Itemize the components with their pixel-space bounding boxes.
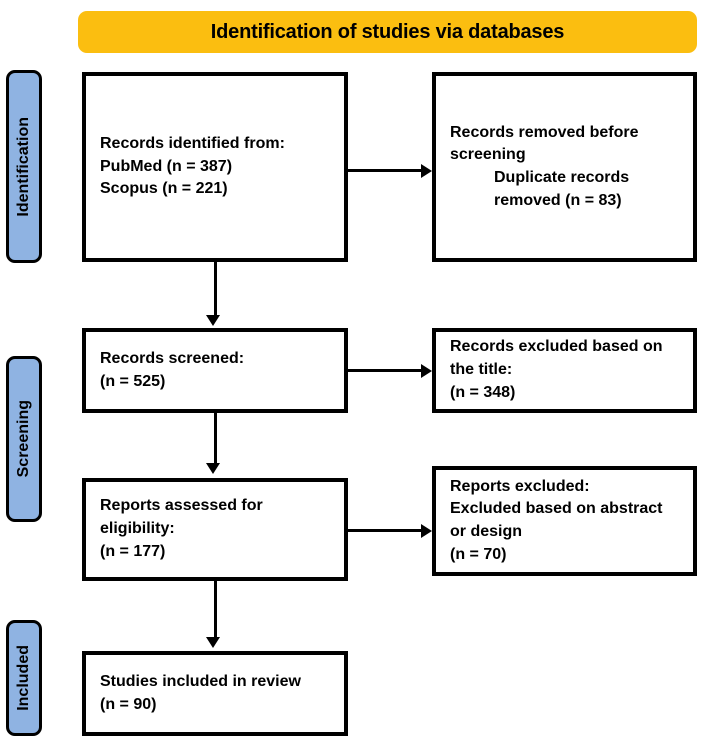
- node-subtext: Duplicate records removed (n = 83): [494, 169, 630, 209]
- page-title: Identification of studies via databases: [210, 20, 565, 43]
- node-text: Records removed before screening: [450, 123, 639, 164]
- node-text: Records screened: (n = 525): [100, 349, 245, 390]
- arrow-right-icon: [421, 524, 432, 538]
- connector-assessed-to-reports-excluded: [348, 529, 423, 532]
- connector-identified-to-screened: [214, 262, 217, 317]
- connector-identified-to-removed: [348, 169, 423, 172]
- arrow-down-icon: [206, 637, 220, 648]
- node-records-excluded: Records excluded based on the title: (n …: [432, 328, 697, 413]
- node-text: Studies included in review (n = 90): [100, 672, 301, 713]
- node-reports-assessed: Reports assessed for eligibility: (n = 1…: [82, 478, 348, 581]
- arrow-down-icon: [206, 315, 220, 326]
- node-text: Records excluded based on the title: (n …: [450, 338, 663, 401]
- arrow-right-icon: [421, 164, 432, 178]
- connector-screened-to-assessed: [214, 413, 217, 465]
- stage-label-text: Included: [15, 645, 32, 711]
- node-records-identified: Records identified from: PubMed (n = 387…: [82, 72, 348, 262]
- node-records-screened: Records screened: (n = 525): [82, 328, 348, 413]
- stage-label-identification: Identification: [6, 70, 42, 263]
- connector-assessed-to-included: [214, 581, 217, 639]
- node-records-removed: Records removed before screening Duplica…: [432, 72, 697, 262]
- stage-label-text: Identification: [15, 116, 32, 217]
- stage-label-included: Included: [6, 620, 42, 736]
- node-reports-excluded: Reports excluded: Excluded based on abst…: [432, 466, 697, 576]
- node-text: Reports assessed for eligibility: (n = 1…: [100, 497, 263, 560]
- node-studies-included: Studies included in review (n = 90): [82, 651, 348, 736]
- arrow-down-icon: [206, 463, 220, 474]
- node-text: Records identified from: PubMed (n = 387…: [100, 134, 285, 198]
- stage-label-text: Screening: [15, 400, 32, 478]
- arrow-right-icon: [421, 364, 432, 378]
- connector-screened-to-excluded: [348, 369, 423, 372]
- node-text: Reports excluded: Excluded based on abst…: [450, 477, 663, 563]
- diagram-title-banner: Identification of studies via databases: [78, 11, 697, 53]
- stage-label-screening: Screening: [6, 356, 42, 522]
